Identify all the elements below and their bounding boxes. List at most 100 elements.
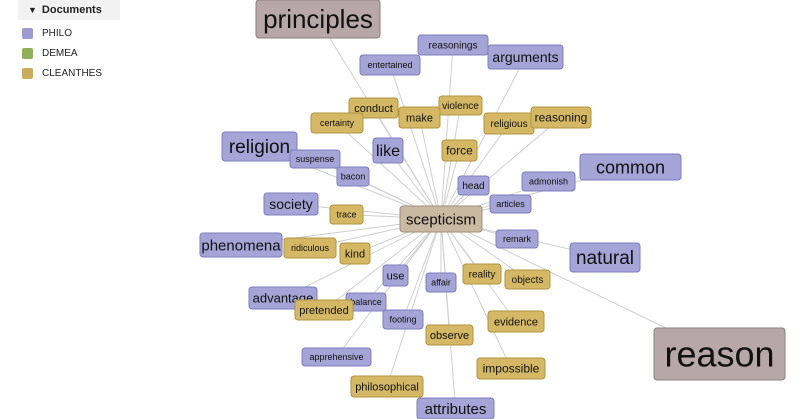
legend-item-demea[interactable]: DEMEA [22,48,78,59]
node-label: admonish [529,177,568,187]
node-label: pretended [299,305,349,317]
node-box [283,237,337,259]
node-box [504,269,551,290]
node-label: suspense [296,154,335,164]
legend-header[interactable]: ▼ Documents [18,0,120,20]
node-box [372,137,404,164]
node-label: arguments [492,49,558,65]
word-node-reality[interactable]: reality [462,263,502,285]
word-node-head[interactable]: head [457,175,490,196]
node-label: scepticism [406,211,476,228]
word-node-footing[interactable]: footing [382,309,424,330]
node-box [221,131,298,162]
word-node-arguments[interactable]: arguments [487,44,564,70]
word-node-affair[interactable]: affair [425,272,457,293]
node-box [416,397,495,419]
word-node-reason[interactable]: reason [653,327,786,381]
legend-item-label: DEMEA [42,48,78,59]
word-node-make[interactable]: make [398,106,441,129]
word-node-reasonings[interactable]: reasonings [417,34,489,56]
word-node-like[interactable]: like [372,137,404,164]
word-node-religious[interactable]: religious [483,112,535,135]
node-box [425,272,457,293]
node-label: force [446,144,473,158]
node-box [329,204,364,225]
node-box [294,299,354,321]
word-node-common[interactable]: common [579,153,682,181]
node-label: natural [576,248,634,269]
word-node-ridiculous[interactable]: ridiculous [283,237,337,259]
node-label: footing [389,315,416,325]
word-node-phenomena[interactable]: phenomena [199,232,283,258]
word-node-kind[interactable]: kind [339,242,371,265]
word-node-natural[interactable]: natural [569,242,641,273]
word-node-articles[interactable]: articles [489,194,532,214]
node-box [399,205,483,233]
edge-make [419,117,442,220]
center-node-scepticism[interactable]: scepticism [399,205,483,233]
node-box [382,264,409,287]
word-node-impossible[interactable]: impossible [476,357,546,380]
word-node-attributes[interactable]: attributes [416,397,495,419]
node-box [199,232,283,258]
node-label: conduct [354,103,393,115]
node-label: affair [431,278,451,288]
word-node-remark[interactable]: remark [495,229,539,249]
word-node-apprehensive[interactable]: apprehensive [301,347,372,367]
node-label: remark [503,234,532,244]
node-label: certainty [320,118,355,128]
node-label: trace [336,210,356,220]
word-node-use[interactable]: use [382,264,409,287]
word-node-admonish[interactable]: admonish [521,171,576,192]
word-node-suspense[interactable]: suspense [289,149,341,169]
legend-title: Documents [41,4,102,16]
node-label: objects [512,275,544,286]
word-node-reasoning[interactable]: reasoning [530,106,592,129]
node-box [487,44,564,70]
edge-certainty [336,122,442,220]
edge-balance [365,218,442,303]
node-label: evidence [494,316,538,328]
legend-item-philo[interactable]: PHILO [22,28,72,39]
legend-item-label: PHILO [42,28,73,39]
node-label: reality [469,270,496,281]
word-node-religion[interactable]: religion [221,131,298,162]
word-node-force[interactable]: force [441,139,478,162]
word-node-bacon[interactable]: bacon [336,166,370,187]
legend-item-cleanthes[interactable]: CLEANTHES [22,68,102,79]
edge-attributes [440,218,456,409]
word-node-entertained[interactable]: entertained [359,54,421,76]
word-node-objects[interactable]: objects [504,269,551,290]
node-box [382,309,424,330]
collapse-triangle-icon[interactable]: ▼ [28,5,37,15]
word-node-philosophical[interactable]: philosophical [350,375,424,398]
node-box [579,153,682,181]
word-node-pretended[interactable]: pretended [294,299,354,321]
node-label: reasoning [535,111,588,125]
node-label: articles [496,199,525,209]
node-box [495,229,539,249]
node-box [489,194,532,214]
node-box [359,54,421,76]
word-node-evidence[interactable]: evidence [487,310,545,333]
word-node-society[interactable]: society [263,192,319,216]
node-box [457,175,490,196]
word-node-certainty[interactable]: certainty [310,112,364,134]
node-label: entertained [367,60,412,70]
word-node-violence[interactable]: violence [438,95,483,116]
edge-pretended [323,218,442,311]
node-label: phenomena [201,237,281,254]
word-node-observe[interactable]: observe [425,324,474,346]
node-label: reason [664,334,774,375]
word-node-trace[interactable]: trace [329,204,364,225]
word-node-principles[interactable]: principles [255,0,381,39]
node-label: observe [430,330,469,342]
node-box [301,347,372,367]
node-label: religious [490,119,527,130]
node-label: like [376,143,400,160]
node-box [263,192,319,216]
node-label: religion [229,137,290,158]
node-label: make [406,112,433,124]
node-box [350,375,424,398]
swatch-icon [22,68,33,79]
